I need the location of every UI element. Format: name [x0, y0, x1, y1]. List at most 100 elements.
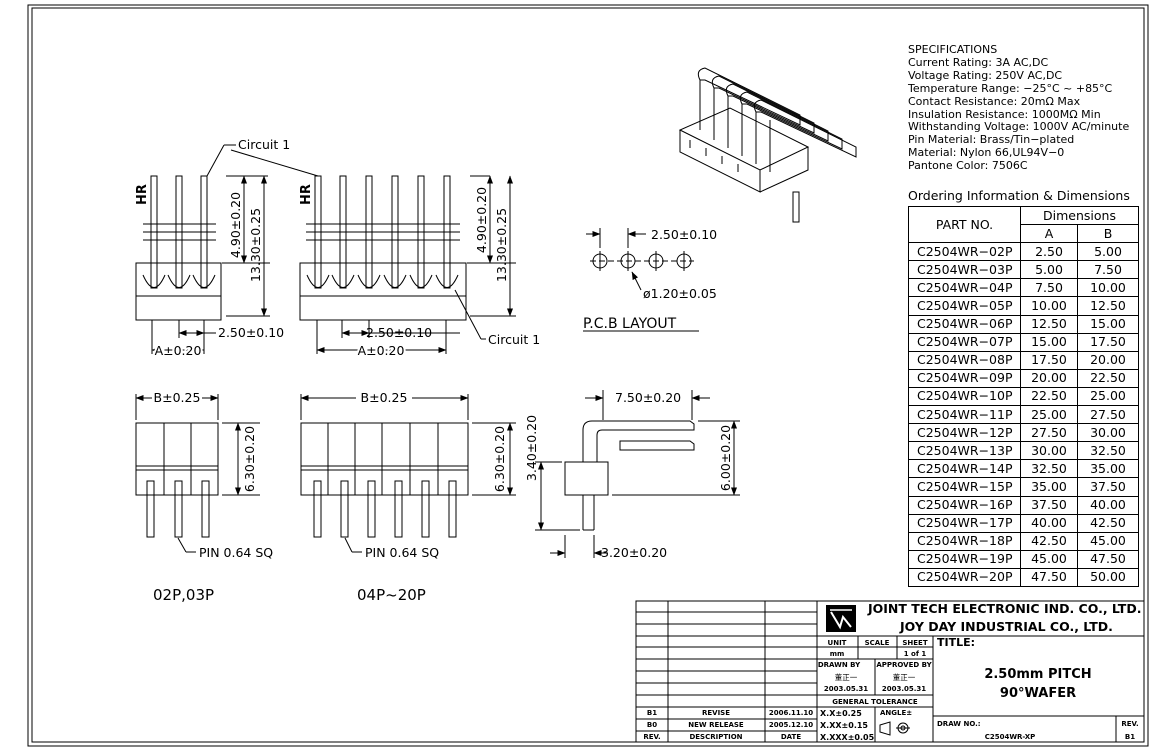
dimension-a-cell: 15.00	[1020, 332, 1078, 352]
dimension-a-cell: 32.50	[1020, 459, 1078, 479]
dimension-a-cell: 22.50	[1020, 386, 1078, 407]
part-number-cell: C2504WR−17P	[908, 513, 1021, 533]
spec-line: Contact Resistance: 20mΩ Max	[908, 94, 1081, 108]
pcb-layout-view	[583, 228, 699, 332]
part-number-cell: C2504WR−18P	[908, 531, 1021, 551]
part-number-cell: C2504WR−02P	[908, 242, 1021, 262]
part-number-cell: C2504WR−12P	[908, 423, 1021, 443]
specifications-block: SPECIFICATIONS Current Rating: 3A AC,DC …	[908, 43, 1130, 173]
date-b0: 2005.12.10	[769, 721, 813, 729]
dimension-b-cell: 17.50	[1077, 332, 1139, 352]
header-date: DATE	[781, 733, 801, 741]
profile-view	[535, 390, 740, 558]
side-view-small	[135, 394, 260, 553]
pcb-layout-title: P.C.B LAYOUT	[583, 316, 677, 332]
header-rev: REV.	[643, 733, 660, 741]
dimension-b-cell: 10.00	[1077, 278, 1139, 298]
company-name-2: JOY DAY INDUSTRIAL CO., LTD.	[899, 619, 1113, 634]
dimension-b-cell: 7.50	[1077, 260, 1139, 280]
approved-by-label: APPROVED BY	[876, 661, 932, 669]
drawn-name: 董正一	[835, 672, 858, 682]
part-number-cell: C2504WR−06P	[908, 314, 1021, 334]
circuit-label-large: Circuit 1	[488, 332, 540, 347]
hr-mark-small: HR	[135, 184, 150, 205]
dim-pitch-large: 2.50±0.10	[366, 325, 432, 340]
dimension-b-cell: 50.00	[1077, 567, 1139, 587]
title-label: TITLE:	[937, 636, 975, 649]
dimension-b-cell: 25.00	[1077, 386, 1139, 407]
dimension-b-cell: 47.50	[1077, 549, 1139, 569]
title-block-grid	[635, 600, 1145, 743]
desc-b1: REVISE	[702, 709, 730, 717]
dim-600: 6.00±0.20	[718, 425, 733, 491]
dim-1330-large: 13.30±0.25	[494, 208, 509, 282]
approved-name: 董正一	[893, 672, 916, 682]
dimension-a-cell: 12.50	[1020, 314, 1078, 334]
pcb-hole-label: ø1.20±0.05	[643, 286, 717, 301]
dim-490-small: 4.90±0.20	[228, 192, 243, 258]
rev-value: B1	[1125, 733, 1135, 741]
spec-line: Current Rating: 3A AC,DC	[908, 55, 1049, 69]
ordering-title: Ordering Information & Dimensions	[908, 188, 1130, 203]
view-label-large: 04P~20P	[357, 586, 426, 604]
part-number-cell: C2504WR−15P	[908, 477, 1021, 497]
col-a-header: A	[1020, 224, 1078, 244]
rev-b0: B0	[647, 721, 657, 729]
angle-label: ANGLE±	[880, 709, 912, 717]
part-number-cell: C2504WR−10P	[908, 386, 1021, 407]
dim-630-small: 6.30±0.20	[242, 426, 257, 492]
dimension-a-cell: 35.00	[1020, 477, 1078, 497]
outer-border	[27, 4, 1149, 747]
specifications-heading: SPECIFICATIONS	[908, 43, 998, 56]
part-number-cell: C2504WR−14P	[908, 459, 1021, 479]
hr-mark-large: HR	[299, 184, 314, 205]
part-number-cell: C2504WR−13P	[908, 441, 1021, 461]
dimension-a-cell: 5.00	[1020, 260, 1078, 280]
tolerance-3: X.XXX±0.05	[820, 733, 875, 742]
part-number-cell: C2504WR−11P	[908, 405, 1021, 425]
part-number-cell: C2504WR−07P	[908, 332, 1021, 352]
dim-750: 7.50±0.20	[615, 390, 681, 405]
dim-b-small: B±0.25	[154, 390, 201, 405]
spec-line: Voltage Rating: 250V AC,DC	[908, 68, 1063, 82]
col-b-header: B	[1077, 224, 1139, 244]
dim-pitch-small: 2.50±0.10	[218, 325, 284, 340]
dimension-b-cell: 5.00	[1077, 242, 1139, 262]
sheet-label: SHEET	[902, 639, 927, 647]
part-number-cell: C2504WR−05P	[908, 296, 1021, 316]
dimension-a-cell: 47.50	[1020, 567, 1078, 587]
spec-line: Withstanding Voltage: 1000V AC/minute	[908, 120, 1130, 134]
unit-value: mm	[830, 650, 845, 658]
tolerance-1: X.X±0.25	[820, 709, 862, 718]
dimension-a-cell: 7.50	[1020, 278, 1078, 298]
dimension-a-cell: 30.00	[1020, 441, 1078, 461]
side-view-large	[300, 394, 516, 553]
dimension-b-cell: 15.00	[1077, 314, 1139, 334]
spec-line: Temperature Range: −25°C ~ +85°C	[908, 81, 1113, 95]
rev-b1: B1	[647, 709, 657, 717]
company-name-1: JOINT TECH ELECTRONIC IND. CO., LTD.	[867, 601, 1141, 616]
dim-340: 3.40±0.20	[524, 415, 539, 481]
dimension-b-cell: 20.00	[1077, 350, 1139, 370]
part-number-cell: C2504WR−20P	[908, 567, 1021, 587]
dim-b-large: B±0.25	[361, 390, 408, 405]
dimension-b-cell: 12.50	[1077, 296, 1139, 316]
dim-a-small: A±0.20	[155, 343, 202, 358]
spec-line: Insulation Resistance: 1000MΩ Min	[908, 107, 1101, 121]
title-line-1: 2.50mm PITCH	[984, 667, 1091, 682]
header-description: DESCRIPTION	[689, 733, 742, 741]
dimension-b-cell: 40.00	[1077, 495, 1139, 515]
